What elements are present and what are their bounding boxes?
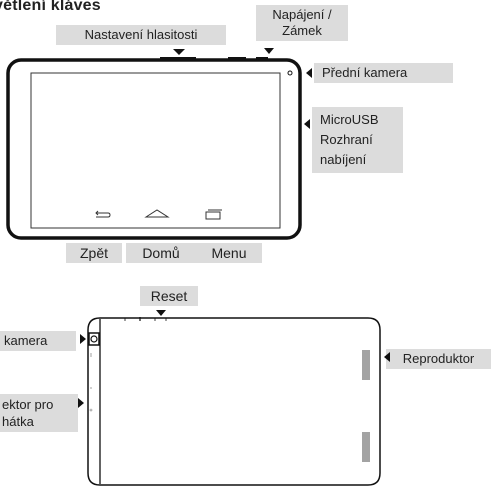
microusb-label-line1: MicroUSB bbox=[320, 112, 379, 127]
home-icon bbox=[144, 209, 170, 218]
recent-apps-icon bbox=[205, 209, 222, 220]
menu-label: Menu bbox=[196, 243, 262, 263]
front-camera-label: Přední kamera bbox=[314, 63, 453, 83]
speaker-grille-icon bbox=[362, 350, 370, 380]
audio-jack-hole bbox=[89, 408, 93, 412]
page-title: větlení kláves bbox=[0, 0, 101, 14]
audio-jack-label-line2: hátka bbox=[2, 414, 34, 429]
home-label: Domů bbox=[126, 243, 196, 263]
rear-camera-module bbox=[88, 332, 100, 346]
power-pointer-arrow bbox=[264, 48, 274, 54]
tablet-screen bbox=[30, 72, 281, 229]
microusb-label-line2: Rozhraní bbox=[320, 132, 373, 147]
reset-label: Reset bbox=[140, 286, 198, 306]
power-lock-label: Napájení / Zámek bbox=[256, 5, 348, 41]
power-lock-label-line1: Napájení / bbox=[272, 7, 332, 22]
camera-lens-icon bbox=[90, 335, 98, 343]
back-arrow-icon bbox=[95, 210, 111, 218]
power-lock-label-line2: Zámek bbox=[282, 23, 322, 38]
speaker-pointer-arrow bbox=[384, 352, 390, 362]
back-label: Zpět bbox=[66, 243, 122, 263]
audio-jack-label-line1: ektor pro bbox=[2, 397, 54, 412]
front-camera-icon bbox=[287, 70, 293, 76]
audio-jack-label: ektor pro hátka bbox=[0, 394, 78, 432]
rear-camera-pointer-arrow bbox=[80, 334, 86, 344]
audio-jack-pointer-arrow bbox=[78, 398, 84, 408]
volume-label: Nastavení hlasitosti bbox=[56, 25, 226, 45]
tablet-rear-body bbox=[87, 317, 381, 486]
reset-pointer-arrow bbox=[156, 310, 166, 316]
front-camera-pointer-arrow bbox=[306, 68, 312, 78]
microusb-label: MicroUSB Rozhraní nabíjení bbox=[312, 107, 403, 173]
microusb-label-line3: nabíjení bbox=[320, 152, 367, 167]
speaker-label: Reproduktor bbox=[386, 349, 491, 369]
speaker-grille-icon-2 bbox=[362, 432, 370, 462]
volume-pointer-arrow bbox=[173, 49, 185, 55]
rear-camera-label: kamera bbox=[0, 331, 76, 351]
microusb-pointer-arrow bbox=[304, 119, 310, 129]
